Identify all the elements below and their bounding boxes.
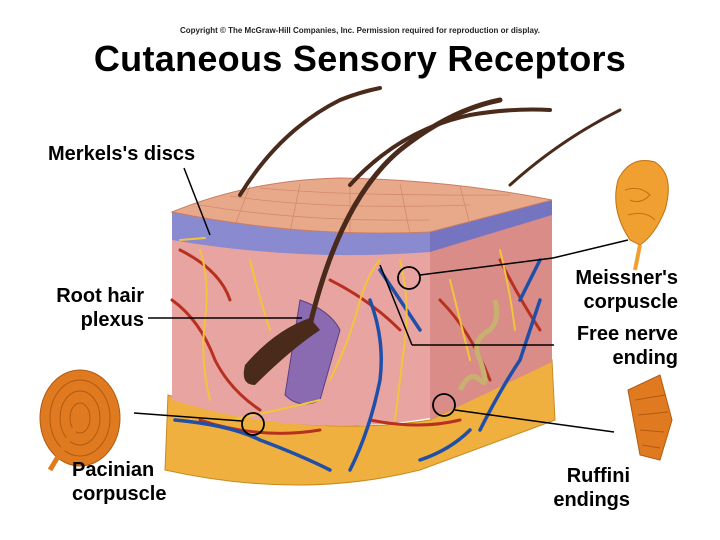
pacinian-marker: [241, 412, 265, 436]
meissners-corpuscle-inset: [615, 160, 669, 271]
ruffini-marker: [432, 393, 456, 417]
epidermis-front: [172, 212, 430, 256]
leader-lines: [133, 167, 629, 433]
hair-bulb: [243, 318, 320, 385]
page-title: Cutaneous Sensory Receptors: [93, 38, 627, 79]
hair-shafts: [238, 86, 622, 328]
coiled-gland: [457, 299, 500, 392]
copyright-notice: Copyright © The McGraw-Hill Companies, I…: [179, 26, 541, 35]
label-free-nerve-ending: Free nerve ending: [576, 323, 678, 369]
label-ruffini-endings: Ruffini endings: [553, 465, 630, 511]
pacinian-corpuscle-inset: [39, 369, 121, 472]
meissner-marker: [397, 266, 421, 290]
label-pacinian-corpuscle: Pacinian corpuscle: [72, 459, 167, 505]
arteries: [170, 248, 542, 435]
epidermis-side: [430, 200, 552, 252]
dermis-side: [430, 200, 552, 420]
label-merkels-discs: Merkels's discs: [48, 143, 196, 165]
ruffini-endings-inset: [627, 374, 673, 461]
nerves: [179, 237, 516, 421]
label-meissners-corpuscle: Meissner's corpuscle: [575, 267, 678, 313]
label-root-hair-plexus: Root hair plexus: [56, 285, 144, 331]
